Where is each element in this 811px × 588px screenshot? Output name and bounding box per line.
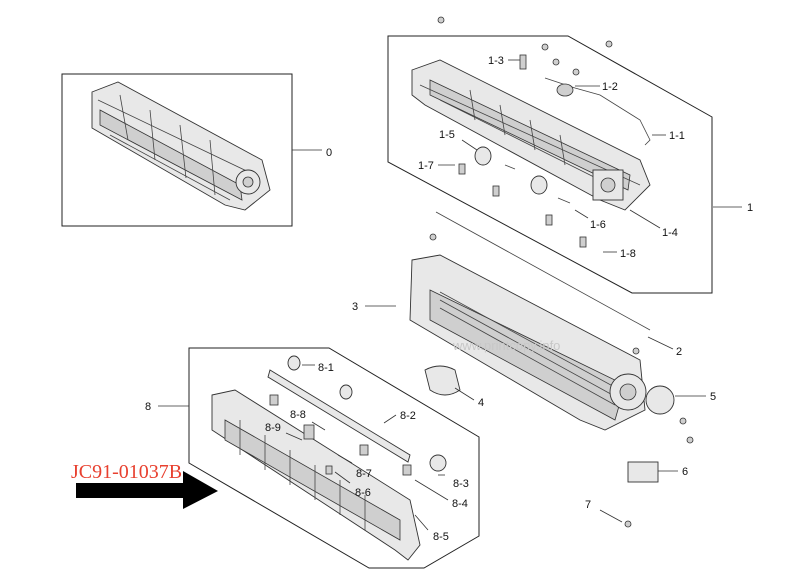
callout-6: 6 (682, 466, 688, 478)
callout-1-3: 1-3 (488, 55, 504, 67)
callout-5: 5 (710, 391, 716, 403)
part-8-4-clip-b (269, 394, 279, 406)
callout-8-4: 8-4 (452, 498, 468, 510)
callout-0: 0 (326, 147, 332, 159)
callout-1-8: 1-8 (620, 248, 636, 260)
part-8-2-shaft (267, 369, 411, 463)
part-2-lamp (435, 211, 651, 331)
part-5-gear-plate (645, 385, 675, 415)
part-8-4-clip-c (359, 444, 369, 456)
part-1-6-springs (504, 164, 571, 204)
part-0-fuser-assembly (91, 81, 271, 211)
callout-8-7: 8-7 (356, 468, 372, 480)
part-1-frame (411, 59, 651, 211)
callout-3: 3 (352, 301, 358, 313)
arrow-right-icon (76, 471, 218, 509)
screws (429, 16, 694, 528)
callout-1-2: 1-2 (602, 81, 618, 93)
assembly-8-box (188, 347, 480, 569)
callout-8-5: 8-5 (433, 531, 449, 543)
watermark: www.printcopy.info (452, 338, 560, 353)
callout-1-7: 1-7 (418, 160, 434, 172)
callout-8-2: 8-2 (400, 410, 416, 422)
part-8-1-roller (287, 355, 301, 371)
callout-1-5: 1-5 (439, 129, 455, 141)
part-1-3-terminal (519, 54, 527, 70)
part-8-1-roller-b (339, 384, 353, 400)
callout-1: 1 (747, 202, 753, 214)
callout-7: 7 (585, 499, 591, 511)
part-1-2-thermostat (556, 83, 574, 97)
part-code-label: JC91-01037B (71, 461, 182, 483)
callout-1-6: 1-6 (590, 219, 606, 231)
callout-8-1: 8-1 (318, 362, 334, 374)
part-8-4-clip (402, 464, 412, 476)
part-1-5-rollers (474, 146, 548, 195)
callout-2: 2 (676, 346, 682, 358)
part-8-9-actuator (303, 424, 315, 440)
callout-8-3: 8-3 (453, 478, 469, 490)
callout-1-4: 1-4 (662, 227, 678, 239)
callout-1-1: 1-1 (669, 130, 685, 142)
callout-8-9: 8-9 (265, 422, 281, 434)
part-4-bracket (424, 365, 461, 396)
part-6-sensor (627, 461, 659, 483)
part-8-guide (211, 389, 421, 561)
callout-4: 4 (478, 397, 484, 409)
callout-8-6: 8-6 (355, 487, 371, 499)
callout-8-8: 8-8 (290, 409, 306, 421)
part-3-heat-roller-frame (409, 254, 647, 431)
leader-lines (158, 59, 742, 531)
assembly-1-box (387, 35, 713, 294)
part-1-7-guides (458, 163, 587, 248)
callout-8: 8 (145, 401, 151, 413)
part-8-3-gear (429, 454, 447, 472)
part-8-6-spring (325, 465, 333, 475)
